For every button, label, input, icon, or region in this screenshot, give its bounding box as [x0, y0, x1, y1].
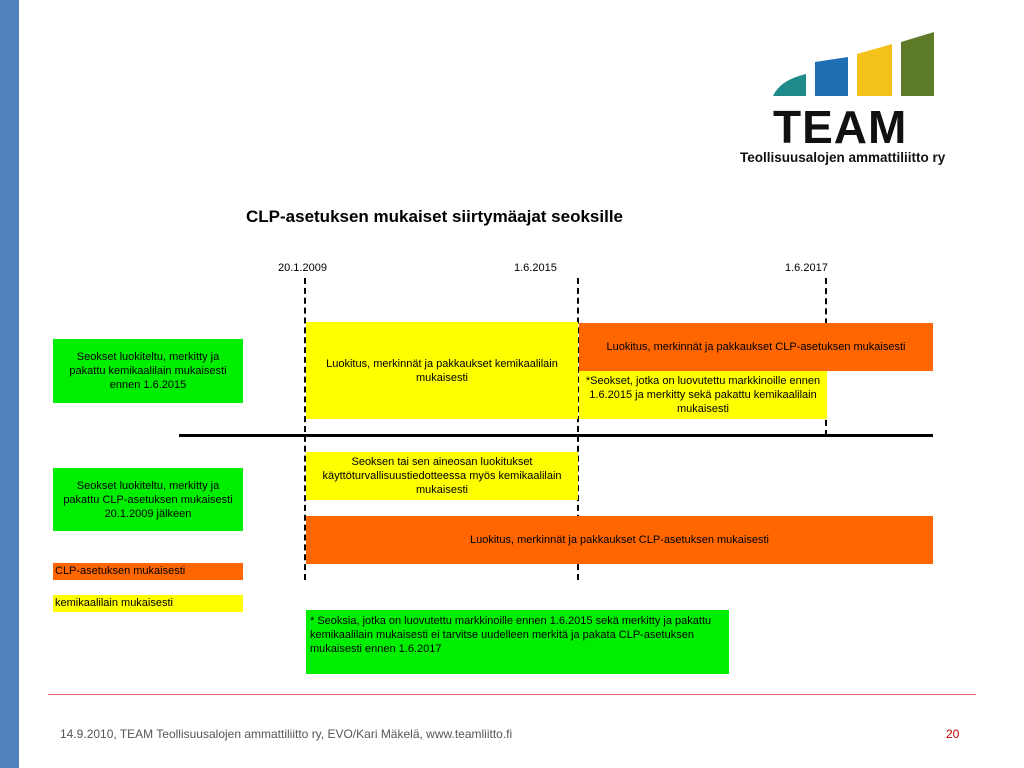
footnote-box: * Seoksia, jotka on luovutettu markkinoi…	[306, 610, 729, 674]
sidebar-stripe	[0, 0, 19, 768]
bar-upper-clp: Luokitus, merkinnät ja pakkaukset CLP-as…	[579, 323, 933, 371]
section-divider	[179, 434, 933, 437]
date-label-2017: 1.6.2017	[785, 262, 828, 274]
legend-kemikaalilaki: kemikaalilain mukaisesti	[53, 595, 243, 612]
logo-bars-icon	[773, 32, 934, 96]
label-before-2015: Seokset luokiteltu, merkitty ja pakattu …	[53, 339, 243, 403]
logo-subtitle: Teollisuusalojen ammattiliitto ry	[740, 150, 946, 165]
label-after-2009: Seokset luokiteltu, merkitty ja pakattu …	[53, 468, 243, 531]
bar-upper-transition-note: *Seokset, jotka on luovutettu markkinoil…	[579, 371, 827, 419]
logo-wordmark: TEAM	[773, 101, 908, 153]
team-logo	[770, 30, 970, 170]
bar-upper-kemikaalilaki: Luokitus, merkinnät ja pakkaukset kemika…	[306, 322, 578, 419]
footer-text: 14.9.2010, TEAM Teollisuusalojen ammatti…	[60, 727, 513, 741]
timeline-marker-2009	[304, 278, 306, 580]
bar-lower-kemikaalilaki: Seoksen tai sen aineosan luokitukset käy…	[306, 452, 578, 500]
page-number: 20	[946, 727, 960, 741]
date-label-2015: 1.6.2015	[514, 262, 557, 274]
footer-divider	[48, 694, 976, 695]
legend-clp: CLP-asetuksen mukaisesti	[53, 563, 243, 580]
diagram-title: CLP-asetuksen mukaiset siirtymäajat seok…	[246, 207, 624, 226]
timeline-marker-2015	[577, 278, 579, 580]
date-label-2009: 20.1.2009	[278, 262, 327, 274]
bar-lower-clp: Luokitus, merkinnät ja pakkaukset CLP-as…	[306, 516, 933, 564]
